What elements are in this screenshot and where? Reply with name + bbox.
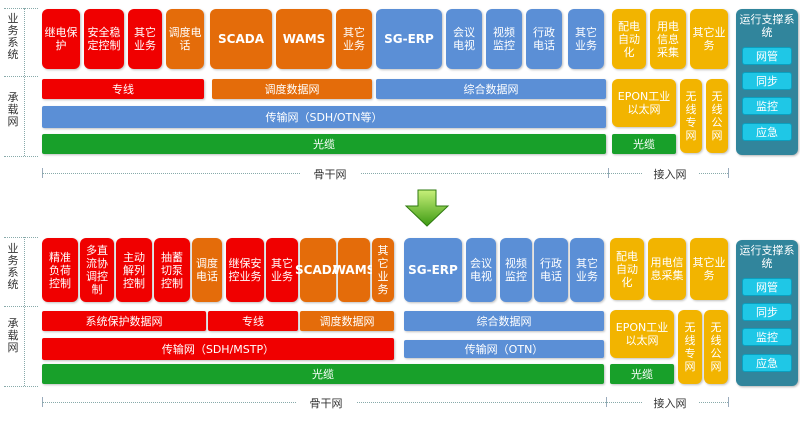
access-network-label: 接入网 (642, 395, 698, 411)
other-service-box: 其它业务 (266, 238, 298, 302)
divider (4, 8, 38, 9)
service-system-label: 业务系统 (7, 12, 19, 61)
access-network-label: 接入网 (642, 166, 698, 182)
support-system-title: 运行支撑系统 (739, 244, 795, 270)
service-system-label: 业务系统 (7, 242, 19, 291)
divider (4, 386, 38, 387)
video-surveillance-box: 视频监控 (486, 9, 522, 69)
integrated-data-network-bar: 综合数据网 (376, 79, 606, 99)
tick (728, 397, 729, 407)
network-management-item: 网管 (742, 278, 792, 296)
admin-phone-box: 行政电话 (534, 238, 568, 302)
monitoring-item: 监控 (742, 328, 792, 346)
other-service-box: 其它业务 (128, 9, 162, 69)
stability-control-box: 安全稳定控制 (84, 9, 124, 69)
active-splitting-control-box: 主动解列控制 (116, 238, 152, 302)
support-system-title: 运行支撑系统 (739, 13, 795, 39)
protection-control-service-box: 继保安控业务 (226, 238, 264, 302)
wams-box: WAMS (333, 238, 375, 302)
protection-data-network-bar: 系统保护数据网 (42, 311, 206, 331)
backbone-network-label: 骨干网 (296, 395, 356, 411)
divider (24, 237, 25, 386)
dispatch-data-network-bar: 调度数据网 (300, 311, 394, 331)
wireless-public-box: 无线公网 (704, 310, 728, 384)
tick (728, 168, 729, 178)
other-service-box: 其它业务 (372, 238, 394, 302)
bearer-network-label: 承载网 (7, 317, 19, 354)
wireless-public-box: 无线公网 (706, 79, 728, 153)
synchronization-item: 同步 (742, 303, 792, 321)
monitoring-item: 监控 (742, 97, 792, 115)
dispatch-data-network-bar: 调度数据网 (212, 79, 372, 99)
emergency-item: 应急 (742, 123, 792, 141)
metering-collection-box: 用电信息采集 (650, 9, 686, 69)
epon-box: EPON工业以太网 (610, 310, 674, 358)
metering-collection-box: 用电信息采集 (648, 238, 686, 300)
distribution-automation-box: 配电自动化 (610, 238, 644, 300)
scada-box: SCADA (295, 238, 341, 302)
divider (4, 76, 38, 77)
synchronization-item: 同步 (742, 72, 792, 90)
sg-erp-box: SG-ERP (404, 238, 462, 302)
transport-otn-bar: 传输网（OTN） (404, 340, 604, 358)
support-system-panel: 运行支撑系统 网管 同步 监控 应急 (736, 240, 798, 386)
dispatch-phone-box: 调度电话 (166, 9, 204, 69)
other-service-box: 其它业务 (690, 238, 728, 300)
integrated-data-network-bar: 综合数据网 (404, 311, 604, 331)
other-service-box: 其它业务 (570, 238, 604, 302)
video-surveillance-box: 视频监控 (500, 238, 532, 302)
network-management-item: 网管 (742, 47, 792, 65)
private-line-bar: 专线 (208, 311, 298, 331)
divider (24, 8, 25, 156)
bearer-network-label: 承载网 (7, 91, 19, 128)
wams-box: WAMS (276, 9, 332, 69)
other-service-box: 其它业务 (690, 9, 728, 69)
other-service-box: 其它业务 (568, 9, 604, 69)
sg-erp-box: SG-ERP (376, 9, 442, 69)
access-fiber-bar: 光缆 (610, 364, 674, 384)
emergency-item: 应急 (742, 354, 792, 372)
precise-load-control-box: 精准负荷控制 (42, 238, 78, 302)
divider (4, 156, 38, 157)
wireless-private-box: 无线专网 (680, 79, 702, 153)
transport-network-bar: 传输网（SDH/OTN等） (42, 106, 606, 128)
wireless-private-box: 无线专网 (678, 310, 702, 384)
scada-box: SCADA (210, 9, 272, 69)
private-line-bar: 专线 (42, 79, 204, 99)
relay-protection-box: 继电保护 (42, 9, 80, 69)
transport-sdh-bar: 传输网（SDH/MSTP） (42, 338, 394, 360)
backbone-network-label: 骨干网 (300, 166, 360, 182)
other-service-box: 其它业务 (336, 9, 372, 69)
down-arrow-icon (404, 189, 450, 227)
pumped-storage-control-box: 抽蓄切泵控制 (154, 238, 190, 302)
fiber-cable-bar: 光缆 (42, 134, 606, 154)
admin-phone-box: 行政电话 (526, 9, 562, 69)
multi-dc-coordination-box: 多直流协调控制 (80, 238, 114, 302)
divider (4, 306, 38, 307)
distribution-automation-box: 配电自动化 (612, 9, 646, 69)
epon-box: EPON工业以太网 (612, 79, 676, 127)
video-conference-box: 会议电视 (466, 238, 496, 302)
support-system-panel: 运行支撑系统 网管 同步 监控 应急 (736, 9, 798, 155)
dispatch-phone-box: 调度电话 (192, 238, 222, 302)
fiber-cable-bar: 光缆 (42, 364, 604, 384)
divider (4, 237, 38, 238)
access-fiber-bar: 光缆 (612, 134, 676, 154)
video-conference-box: 会议电视 (446, 9, 482, 69)
